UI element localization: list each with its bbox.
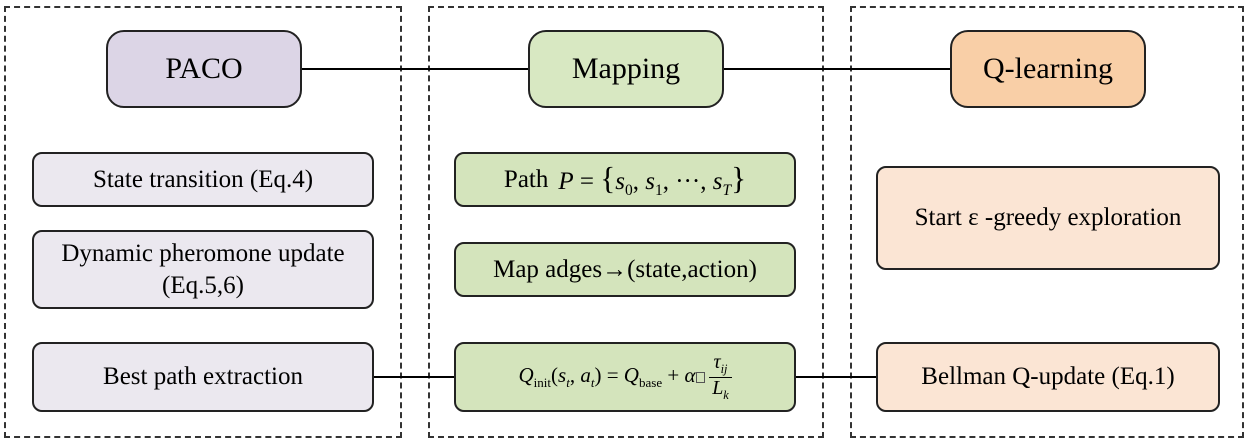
q-learning-header: Q-learning bbox=[950, 30, 1146, 108]
bellman-update-box: Bellman Q-update (Eq.1) bbox=[876, 342, 1220, 412]
arrow-right-icon: → bbox=[602, 255, 628, 283]
path-box: Path P = {s0, s1, ···, sT} bbox=[454, 152, 796, 207]
map-edges-target: (state,action) bbox=[627, 255, 757, 283]
state-transition-box: State transition (Eq.4) bbox=[32, 152, 374, 207]
pheromone-update-label: Dynamic pheromone update (Eq.5,6) bbox=[61, 240, 345, 299]
best-path-box: Best path extraction bbox=[32, 342, 374, 412]
map-edges-label: Map adges bbox=[493, 255, 603, 283]
map-edges-box: Map adges→(state,action) bbox=[454, 242, 796, 297]
state-transition-label: State transition (Eq.4) bbox=[92, 165, 314, 193]
mapping-header-label: Mapping bbox=[571, 52, 681, 86]
row-connector-right bbox=[796, 376, 876, 378]
paco-panel bbox=[4, 6, 402, 438]
mapping-panel bbox=[428, 6, 824, 438]
epsilon-greedy-box: Start ε -greedy exploration bbox=[876, 166, 1220, 270]
paco-header-label: PACO bbox=[165, 52, 243, 86]
path-label: Path bbox=[503, 165, 549, 193]
bellman-update-label: Bellman Q-update (Eq.1) bbox=[921, 363, 1175, 391]
header-connector-left bbox=[300, 68, 528, 70]
q-learning-header-label: Q-learning bbox=[983, 52, 1113, 86]
row-connector-left bbox=[374, 376, 454, 378]
paco-header: PACO bbox=[106, 30, 302, 108]
best-path-label: Best path extraction bbox=[103, 363, 303, 391]
mapping-header: Mapping bbox=[528, 30, 724, 108]
epsilon-greedy-label: Start ε -greedy exploration bbox=[914, 204, 1182, 232]
path-formula: P = {s0, s1, ···, sT} bbox=[558, 160, 747, 199]
pheromone-update-box: Dynamic pheromone update (Eq.5,6) bbox=[32, 230, 374, 309]
q-learning-panel bbox=[850, 6, 1244, 438]
header-connector-right bbox=[722, 68, 950, 70]
